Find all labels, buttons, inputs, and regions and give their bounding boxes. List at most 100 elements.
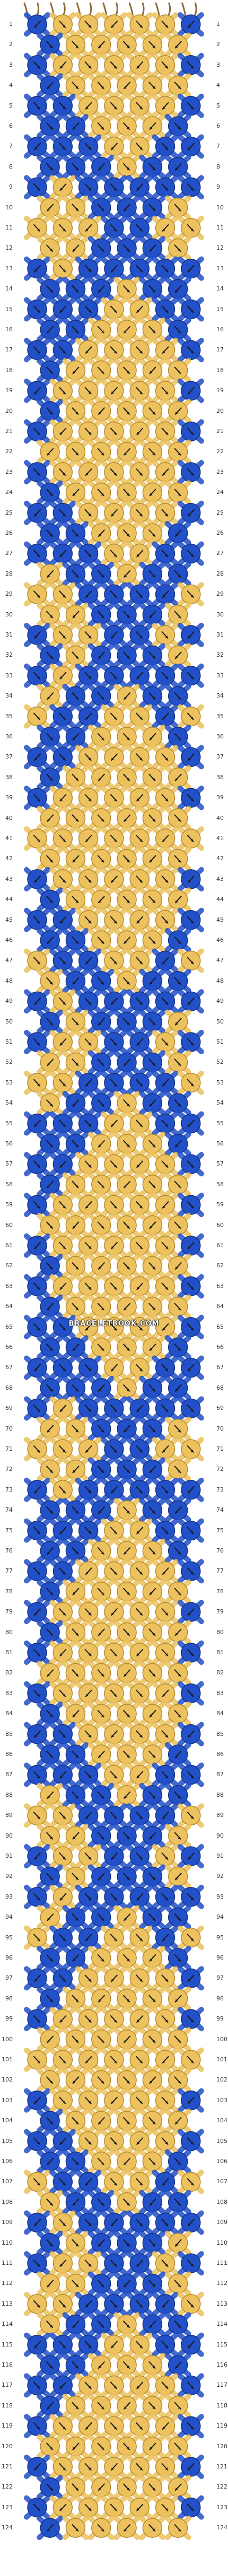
knot-arrowhead: [85, 717, 89, 720]
knot-arrowhead: [190, 472, 194, 475]
knot-arrowhead: [150, 1592, 153, 1595]
knot-arrowhead: [37, 2427, 40, 2430]
knot-arrowhead: [152, 289, 155, 293]
knot-arrowhead: [139, 147, 143, 150]
knot-row: [37, 2475, 191, 2500]
knot-arrowhead: [63, 1368, 66, 1371]
knot-arrowhead: [37, 920, 40, 923]
knot-arrowhead: [188, 2467, 191, 2470]
row-number-left: 77: [5, 1567, 13, 1575]
knot-arrowhead: [190, 1775, 194, 1778]
knot-arrowhead: [152, 534, 155, 536]
row-number-right: 42: [216, 855, 224, 862]
knot-arrowhead: [165, 513, 168, 516]
knot-arrowhead: [60, 554, 63, 557]
knot-arrowhead: [37, 1897, 40, 1900]
knot-row: [37, 1335, 191, 1360]
row-number-left: 14: [5, 285, 13, 293]
knot-arrowhead: [50, 1225, 53, 1229]
knot-arrowhead: [127, 534, 130, 536]
knot-arrowhead: [63, 961, 66, 964]
knot-arrowhead: [150, 249, 153, 252]
row-number-left: 111: [2, 2260, 13, 2266]
knot-arrowhead: [88, 879, 91, 883]
knot-arrowhead: [50, 737, 53, 740]
knot-arrowhead: [63, 2427, 66, 2430]
knot-arrowhead: [50, 1714, 53, 1717]
knot-arrowhead: [101, 818, 104, 822]
knot-arrowhead: [34, 1612, 37, 1616]
row-number-right: 57: [216, 1160, 224, 1168]
knot-arrowhead: [37, 2141, 40, 2145]
row-number-right: 100: [216, 2035, 227, 2043]
knot-arrowhead: [63, 636, 66, 638]
knot-arrowhead: [88, 920, 91, 923]
knot-arrowhead: [152, 2366, 155, 2368]
knot-arrowhead: [88, 2508, 91, 2511]
knot-arrowhead: [47, 574, 50, 577]
knot-row: [37, 2312, 191, 2337]
row-number-right: 15: [216, 305, 224, 313]
row-number-right: 119: [216, 2422, 227, 2430]
knot-arrowhead: [85, 1816, 89, 1819]
knot-arrowhead: [47, 2162, 50, 2165]
knot-arrowhead: [88, 636, 91, 638]
knot-arrowhead: [63, 839, 66, 842]
row-number-right: 62: [216, 1262, 224, 1269]
knot-arrowhead: [127, 411, 130, 414]
knot-arrowhead: [162, 106, 165, 109]
knot-arrowhead: [139, 2427, 143, 2430]
knot-arrowhead: [88, 2345, 91, 2348]
knot-arrowhead: [162, 1693, 165, 1697]
knot-arrowhead: [152, 1795, 155, 1798]
row-number-left: 73: [5, 1486, 13, 1493]
knot-arrowhead: [50, 2366, 53, 2368]
knot-arrowhead: [88, 1368, 91, 1371]
knot-arrowhead: [37, 432, 40, 435]
row-number-left: 33: [5, 672, 13, 679]
knot-arrowhead: [165, 2467, 168, 2470]
knot-row: [37, 1946, 191, 1970]
row-number-right: 70: [216, 1425, 224, 1432]
knot-arrowhead: [137, 1165, 140, 1168]
knot-row: [37, 1620, 191, 1645]
row-number-right: 124: [216, 2524, 227, 2531]
knot-arrowhead: [50, 1633, 53, 1636]
knot-arrowhead: [50, 1511, 53, 1514]
knot-arrowhead: [152, 2162, 155, 2165]
knot-arrowhead: [178, 2284, 181, 2287]
knot-row: [37, 725, 191, 749]
row-number-right: 76: [216, 1547, 224, 1554]
knot-arrowhead: [75, 778, 78, 781]
knot-row: [24, 2048, 204, 2072]
row-number-right: 9: [216, 183, 220, 191]
knot-arrowhead: [139, 1205, 143, 1208]
knot-arrowhead: [190, 106, 194, 109]
knot-arrowhead: [162, 472, 165, 475]
row-number-left: 96: [5, 1954, 13, 1961]
knot-arrowhead: [178, 574, 181, 577]
knot-arrowhead: [137, 2019, 140, 2023]
row-number-left: 9: [9, 183, 13, 191]
row-number-right: 23: [216, 468, 224, 475]
row-number-left: 85: [5, 1730, 13, 1737]
knot-arrowhead: [101, 1429, 104, 1432]
knot-arrowhead: [34, 636, 37, 638]
row-number-left: 68: [5, 1384, 13, 1391]
knot-arrowhead: [50, 167, 53, 170]
knot-arrowhead: [127, 1877, 130, 1880]
knot-row: [37, 195, 191, 220]
knot-arrowhead: [47, 941, 50, 943]
row-number-right: 92: [216, 1873, 224, 1880]
knot-arrowhead: [165, 2223, 168, 2226]
knot-arrowhead: [139, 2304, 143, 2307]
knot-arrowhead: [190, 2182, 194, 2185]
knot-arrowhead: [137, 2264, 140, 2266]
knot-arrowhead: [139, 472, 143, 475]
knot-row: [24, 216, 204, 240]
knot-arrowhead: [127, 1225, 130, 1229]
knot-arrowhead: [111, 1979, 114, 1982]
row-number-right: 99: [216, 2015, 224, 2023]
knot-arrowhead: [85, 2060, 89, 2063]
